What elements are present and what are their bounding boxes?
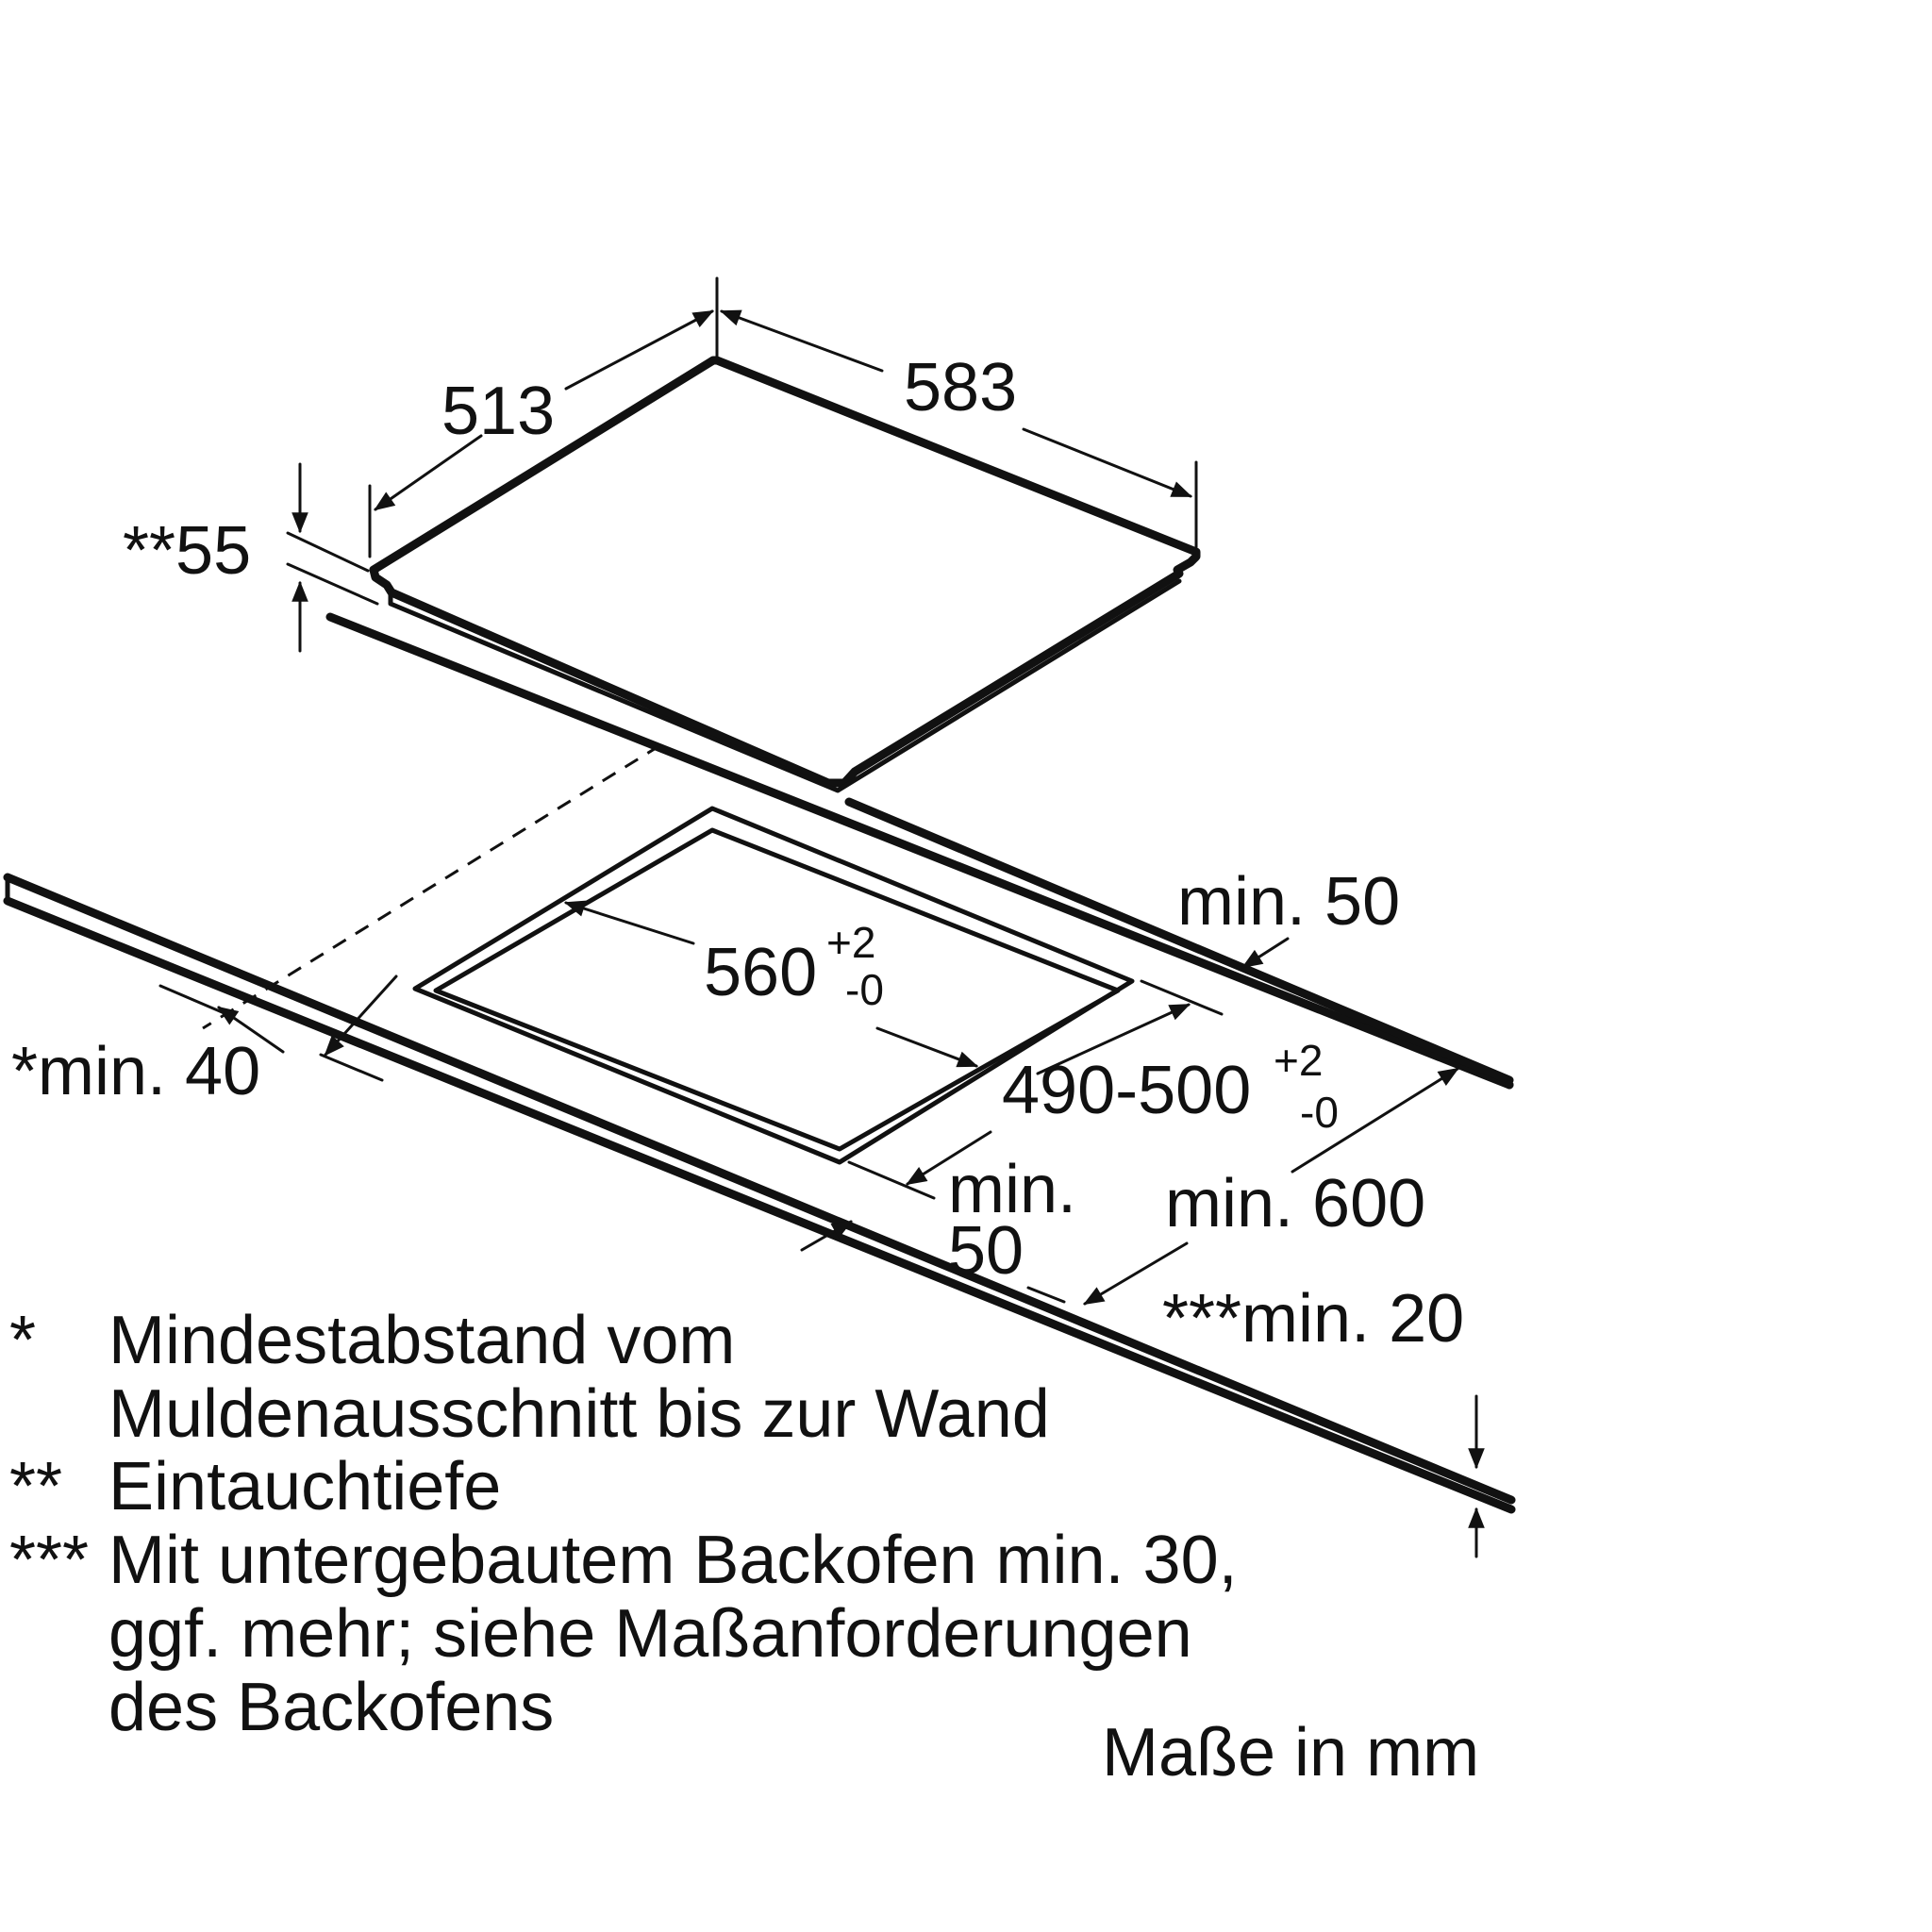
dim-490-line-b — [906, 1130, 992, 1186]
note-1-mark: * — [9, 1303, 36, 1378]
wall-dashed-line — [202, 743, 661, 1030]
hob-lower-line — [325, 612, 1514, 1090]
countertop-rear-edge — [844, 797, 1514, 1085]
dim-rear-50-arrow — [1241, 937, 1290, 969]
dim-hob-width-label: 583 — [904, 350, 1017, 425]
dim-55-ext-top — [286, 531, 370, 573]
dim-counter-depth-label: min. 600 — [1165, 1166, 1425, 1241]
countertop-front-top-edge — [3, 873, 1516, 1505]
dim-490-line-a — [1036, 1003, 1191, 1075]
dim-600-line-a — [1291, 1067, 1459, 1174]
dim-insertion-depth-label: **55 — [123, 513, 251, 589]
countertop-front-bottom-edge — [3, 896, 1516, 1514]
dim-front-50-ext — [847, 1160, 936, 1200]
dim-front-clearance-line2: 50 — [948, 1213, 1024, 1289]
cutout — [412, 806, 1135, 1165]
dim-front-clearance-line1: min. — [948, 1152, 1076, 1227]
note-3-line-3: des Backofens — [108, 1670, 554, 1745]
dim-583-line-b — [1022, 427, 1193, 498]
dim-55-ext-bottom — [286, 562, 379, 606]
note-3-line-2: ggf. mehr; siehe Maßanforderungen — [108, 1596, 1192, 1672]
hob-underside-edge — [388, 578, 1182, 793]
hob-top-outline — [369, 356, 1201, 788]
cutout-outer — [412, 806, 1135, 1165]
dim-cutout-depth-value: 490-500 — [1002, 1053, 1251, 1128]
dim-513-line-a — [564, 309, 714, 391]
units-label: Maße in mm — [1102, 1715, 1479, 1790]
dim-cutout-width-tol-minus: -0 — [845, 965, 884, 1014]
cutout-inner — [433, 827, 1121, 1152]
dim-583-line-a — [719, 309, 884, 373]
dim-front-50-arrow — [800, 1220, 853, 1252]
dim-490-ext — [1140, 979, 1224, 1016]
dim-600-line-b — [1083, 1241, 1189, 1306]
dim-513-line-b — [374, 434, 483, 511]
dim-cutout-width-tol-plus: +2 — [826, 918, 875, 967]
hob — [325, 356, 1514, 1090]
dim-cutout-width-value: 560 — [704, 935, 817, 1010]
dim-40-arrow-right — [324, 974, 398, 1057]
dimension-lines — [158, 276, 1485, 1558]
countertop — [3, 743, 1516, 1514]
dim-40-ext-a — [158, 984, 228, 1016]
dim-counter-thickness-label: ***min. 20 — [1162, 1281, 1464, 1357]
dim-wall-clearance-label: *min. 40 — [11, 1034, 260, 1109]
note-3-line-1: Mit untergebautem Backofen min. 30, — [108, 1523, 1238, 1598]
dim-hob-depth-label: 513 — [441, 374, 555, 449]
footnotes: * Mindestabstand vom Muldenausschnitt bi… — [9, 1303, 1479, 1790]
dim-rear-clearance-label: min. 50 — [1177, 864, 1400, 940]
dim-560-line-b — [875, 1026, 979, 1068]
dim-600-ext — [1026, 1286, 1066, 1304]
note-2-mark: ** — [9, 1449, 62, 1524]
note-2-line-1: Eintauchtiefe — [108, 1449, 501, 1524]
note-1-line-2: Muldenausschnitt bis zur Wand — [108, 1376, 1050, 1452]
dim-40-ext-b — [319, 1053, 384, 1082]
dim-cutout-depth-tol-minus: -0 — [1300, 1088, 1339, 1137]
note-3-mark: *** — [9, 1523, 89, 1598]
dim-40-arrow-left — [217, 1006, 285, 1054]
dim-560-line-a — [563, 900, 695, 945]
note-1-line-1: Mindestabstand vom — [108, 1303, 735, 1378]
dim-cutout-depth-tol-plus: +2 — [1274, 1036, 1323, 1085]
dimension-labels: 513 583 **55 min. 50 560 +2 -0 490-500 +… — [11, 350, 1464, 1357]
